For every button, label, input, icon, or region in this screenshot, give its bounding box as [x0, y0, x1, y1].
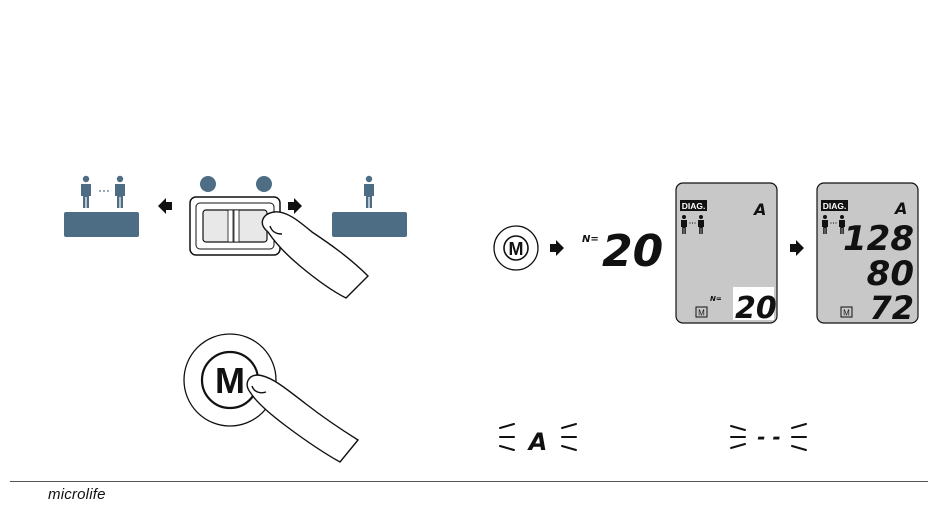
lcd-right-m-tag: M [843, 309, 850, 318]
arrow-icon-left [158, 198, 172, 214]
multi-user-icon [81, 176, 125, 208]
lcd-screen-count: DIAG. A N= 20 M [676, 183, 777, 326]
arrow-icon-step1 [550, 240, 564, 256]
lcd-right-pulse: 72 [869, 289, 914, 327]
lcd-right-badge: DIAG. [823, 201, 847, 211]
lcd-right-mode: A [893, 199, 907, 218]
footer-rule [10, 481, 928, 482]
lcd-left-n-prefix: N= [710, 295, 722, 303]
count-prefix: N= [582, 234, 599, 245]
m-button-small-label: M [509, 239, 524, 259]
multi-user-panel [64, 212, 139, 237]
single-user-icon [364, 176, 374, 208]
single-user-panel [332, 212, 407, 237]
count-value: 20 [602, 226, 663, 277]
lcd-left-m-tag: M [698, 309, 705, 318]
blink-indicator-a: A [500, 424, 576, 456]
arrow-icon-right [288, 198, 302, 214]
blink-dashes-symbol: - - [757, 425, 781, 449]
lcd-left-n-value: 20 [735, 291, 777, 326]
m-button-label: M [215, 360, 245, 401]
indicator-dot-left [200, 176, 216, 192]
indicator-dot-right [256, 176, 272, 192]
arrow-icon-step2 [790, 240, 804, 256]
lcd-screen-reading: DIAG. A 128 80 72 M [817, 183, 918, 327]
m-button-small[interactable]: M [494, 226, 538, 270]
blink-a-symbol: A [527, 428, 548, 456]
lcd-left-mode: A [752, 200, 766, 219]
finger-pressing-m [247, 375, 358, 462]
brand-logo: microlife [48, 486, 106, 503]
lcd-left-badge: DIAG. [682, 201, 706, 211]
lcd-right-systolic: 128 [843, 219, 914, 259]
blink-indicator-dashes: - - [731, 424, 806, 450]
lcd-right-diastolic: 80 [867, 254, 914, 294]
